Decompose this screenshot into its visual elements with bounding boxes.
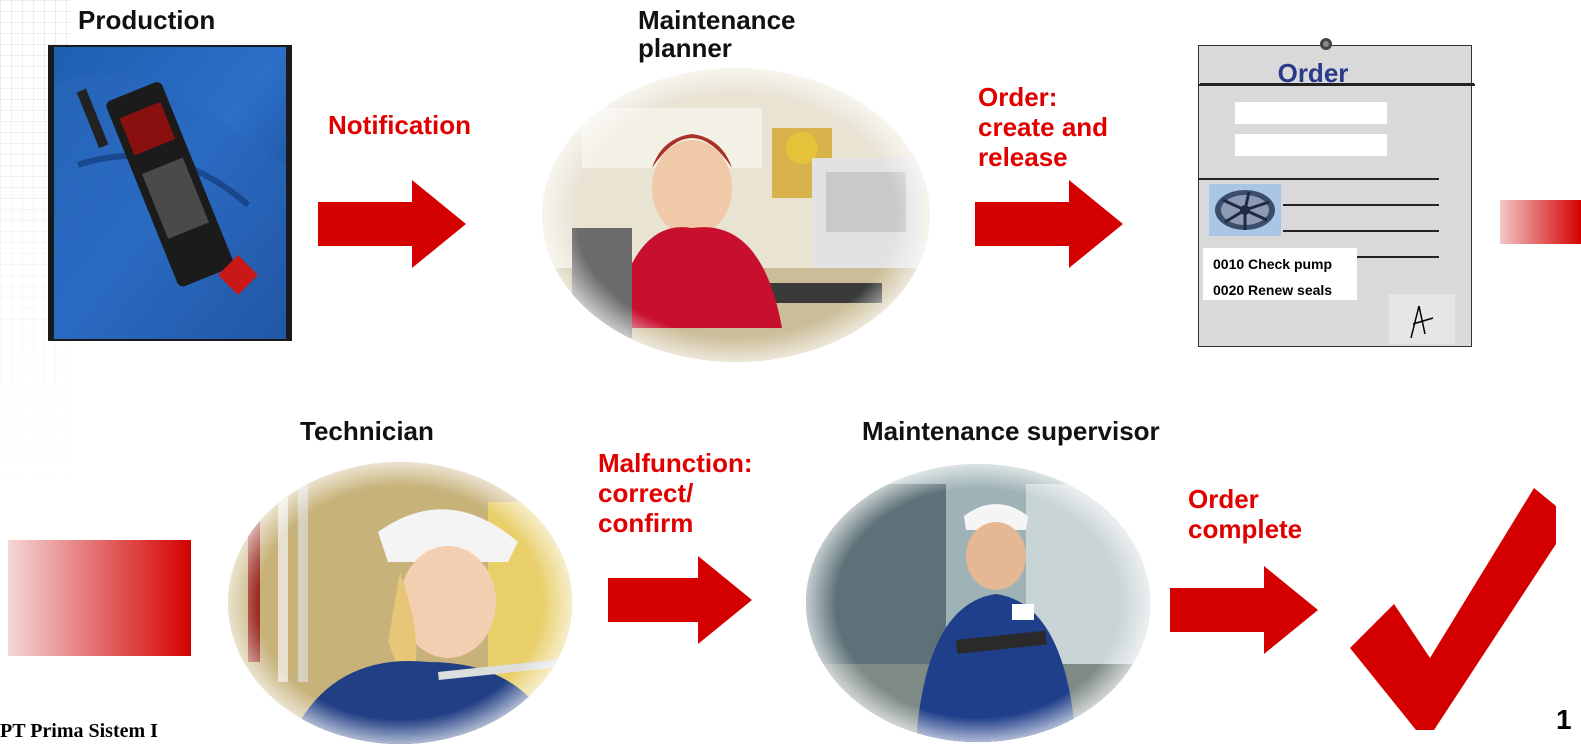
- flow-arrow-icon: [975, 180, 1123, 268]
- footer-company: PT Prima Sistem I: [0, 720, 158, 742]
- signature-box: [1389, 294, 1455, 344]
- flow-arrow-icon: [608, 556, 752, 644]
- step-malfunction-label: Malfunction: correct/ confirm: [598, 448, 753, 538]
- signature-icon: [1410, 305, 1434, 339]
- order-line: [1283, 204, 1439, 206]
- order-field-1: [1235, 102, 1387, 124]
- card-top-rule: [1200, 83, 1474, 85]
- order-field-2: [1235, 134, 1387, 156]
- continue-arrow-tail: [8, 540, 191, 656]
- flow-arrow-icon: [1170, 566, 1318, 654]
- operation-line: 0020 Renew seals: [1213, 282, 1333, 298]
- technician-photo: [228, 462, 572, 744]
- role-technician-label: Technician: [300, 416, 434, 446]
- step-order-complete-label: Order complete: [1188, 484, 1303, 544]
- role-supervisor-label: Maintenance supervisor: [862, 416, 1160, 446]
- pump-impeller-icon: [1209, 184, 1281, 236]
- operation-line: 0010 Check pump: [1213, 256, 1333, 272]
- role-planner-label: Maintenance planner: [638, 5, 796, 63]
- supervisor-photo: [806, 464, 1150, 742]
- planner-photo: [542, 68, 930, 362]
- step-notification-label: Notification: [328, 110, 471, 140]
- order-line: [1283, 256, 1439, 258]
- checkmark-icon: [1350, 488, 1556, 730]
- order-line: [1283, 230, 1439, 232]
- page-number: 1: [1556, 704, 1572, 735]
- role-production-label: Production: [78, 5, 216, 35]
- continue-arrow-stub: [1500, 200, 1581, 244]
- pin-icon: [1320, 38, 1332, 50]
- operations-box: [1203, 248, 1357, 300]
- production-photo: [48, 45, 292, 341]
- order-card: Order 0010 Check pump 0020 Renew seals: [1198, 45, 1475, 347]
- step-order-create-label: Order: create and release: [978, 82, 1109, 172]
- order-line: [1199, 178, 1439, 180]
- flow-arrow-icon: [318, 180, 466, 268]
